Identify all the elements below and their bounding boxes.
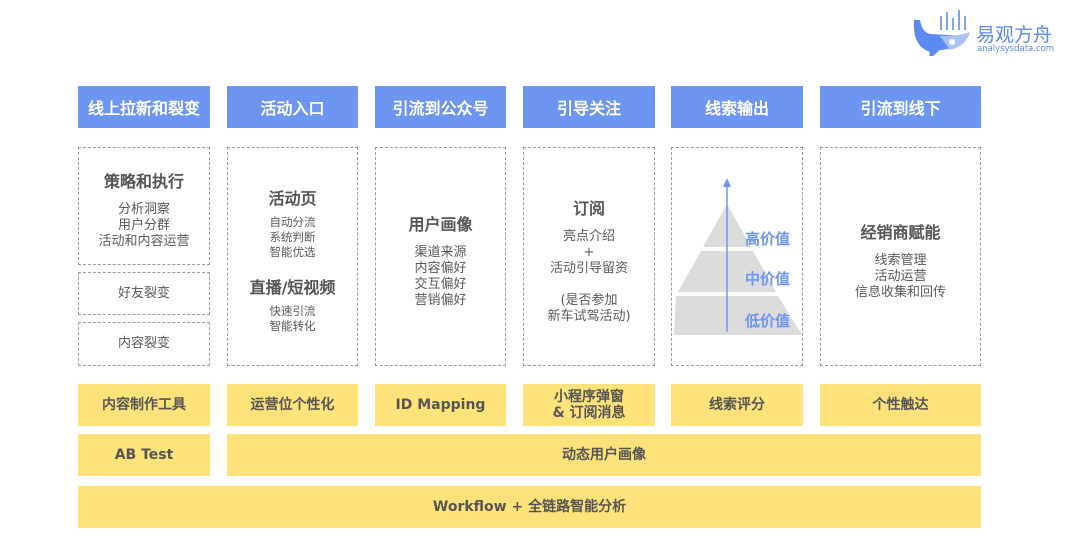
tool-content-creation: 内容制作工具 — [78, 384, 210, 426]
mid-value-label: 中价值 — [745, 270, 791, 288]
friend-fission-box: 好友裂变 — [78, 272, 210, 315]
text-line: 自动分流 — [269, 215, 316, 229]
logo: 易观方舟 analysysdata.com — [910, 6, 1070, 56]
text-line: 亮点介绍 — [562, 228, 615, 244]
header-offline: 引流到线下 — [820, 86, 981, 128]
text-line: 营销偏好 — [414, 292, 467, 308]
dealer-box: 经销商赋能 线索管理 活动运营 信息收集和回传 — [820, 147, 981, 366]
workflow-bar: Workflow + 全链路智能分析 — [78, 486, 981, 528]
dealer-title: 经销商赋能 — [860, 222, 941, 242]
user-profile-title: 用户画像 — [408, 214, 473, 234]
header-online-acquisition: 线上拉新和裂变 — [78, 86, 210, 128]
subscribe-title: 订阅 — [572, 198, 605, 218]
header-guide-follow: 引导关注 — [523, 86, 655, 128]
dynamic-profile-bar: 动态用户画像 — [227, 434, 981, 476]
text-line: 交互偏好 — [414, 276, 467, 292]
text-line: & 订阅消息 — [552, 405, 626, 421]
text-line: 新车试驾活动) — [547, 308, 631, 324]
header-activity-entry: 活动入口 — [227, 86, 358, 128]
tool-lead-scoring: 线索评分 — [671, 384, 803, 426]
text-line: 智能转化 — [269, 319, 316, 333]
text-line: 系统判断 — [269, 230, 316, 244]
text-line: 信息收集和回传 — [854, 284, 946, 300]
tool-miniprogram-popup: 小程序弹窗 & 订阅消息 — [523, 384, 655, 426]
tool-id-mapping: ID Mapping — [375, 384, 506, 426]
text-line: 快速引流 — [269, 304, 316, 318]
content-fission-box: 内容裂变 — [78, 322, 210, 366]
text-line: 活动引导留资 — [549, 260, 628, 276]
text-line: 小程序弹窗 — [554, 389, 624, 405]
lead-pyramid-box: 高价值 中价值 低价值 — [671, 147, 803, 366]
header-lead-output: 线索输出 — [671, 86, 803, 128]
high-value-label: 高价值 — [745, 230, 791, 248]
text-line: + — [583, 244, 595, 260]
text-line: 用户分群 — [117, 218, 170, 233]
text-line: 渠道来源 — [414, 244, 467, 260]
text-line: 活动和内容运营 — [98, 234, 190, 249]
user-profile-box: 用户画像 渠道来源 内容偏好 交互偏好 营销偏好 — [375, 147, 506, 366]
text-line: 活动运营 — [874, 268, 927, 284]
logo-name: 易观方舟 — [976, 24, 1053, 46]
subscribe-box: 订阅 亮点介绍 + 活动引导留资 (是否参加 新车试驾活动) — [523, 147, 655, 366]
text-line: 内容偏好 — [414, 260, 467, 276]
text-line: (是否参加 — [560, 292, 618, 308]
tool-slot-personalization: 运营位个性化 — [227, 384, 358, 426]
whale-logo-icon — [913, 10, 970, 56]
header-official-account: 引流到公众号 — [375, 86, 506, 128]
strategy-box: 策略和执行 分析洞察 用户分群 活动和内容运营 — [78, 147, 210, 265]
activity-box: 活动页 自动分流 系统判断 智能优选 直播/短视频 快速引流 智能转化 — [227, 147, 358, 366]
live-video-title: 直播/短视频 — [249, 278, 336, 297]
value-pyramid — [674, 178, 802, 335]
tool-personal-reach: 个性触达 — [820, 384, 981, 426]
low-value-label: 低价值 — [745, 312, 791, 330]
ab-test-bar: AB Test — [78, 434, 210, 476]
text-line: 智能优选 — [269, 245, 316, 259]
text-line: 线索管理 — [874, 252, 927, 268]
text-line: 分析洞察 — [117, 202, 170, 217]
strategy-title: 策略和执行 — [103, 172, 184, 191]
activity-page-title: 活动页 — [268, 189, 317, 208]
logo-url: analysysdata.com — [977, 44, 1055, 54]
